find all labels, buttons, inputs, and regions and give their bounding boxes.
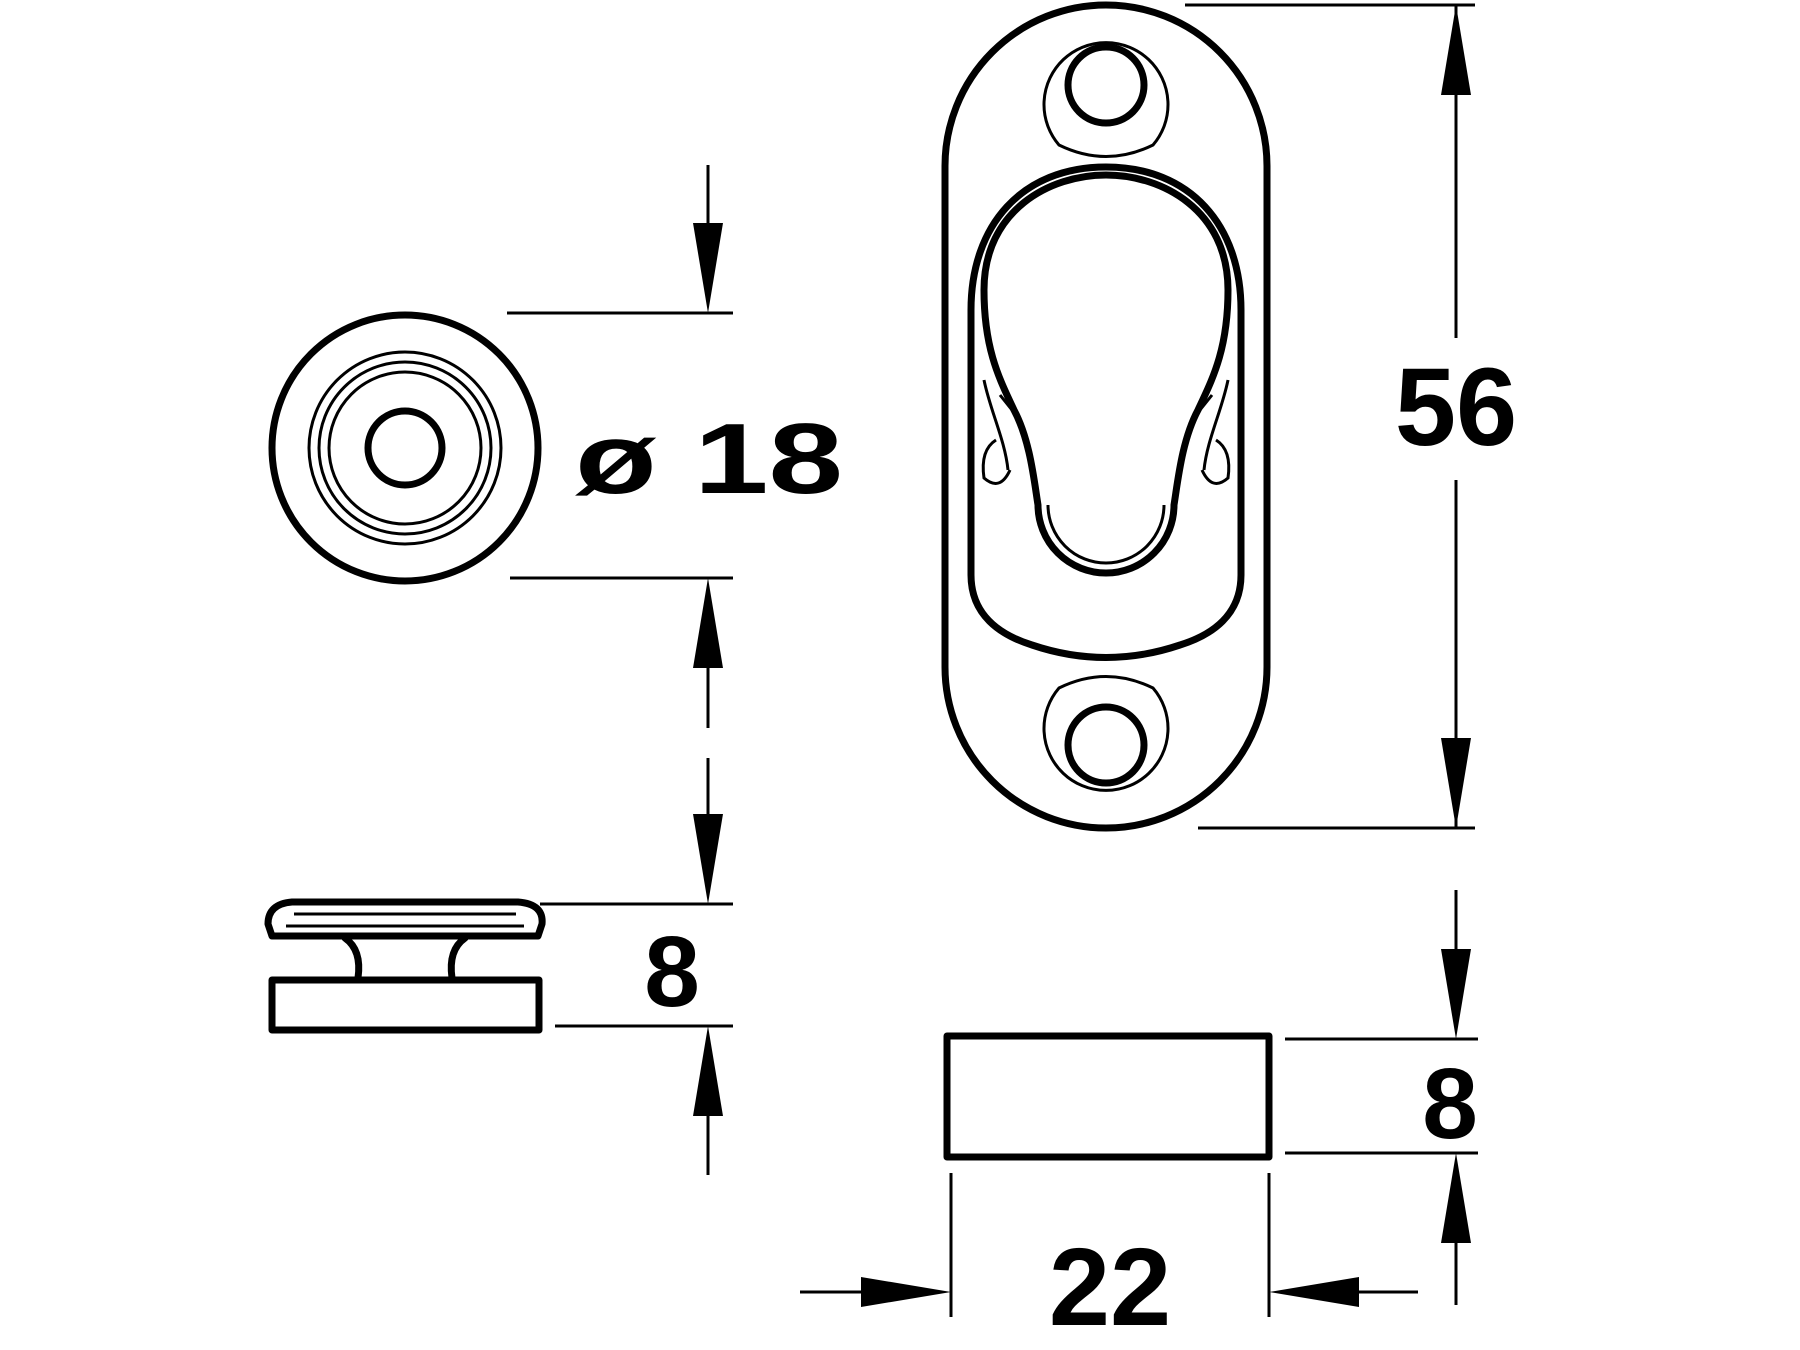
- screw-hole-top: [1042, 41, 1170, 158]
- plug-side-view: [264, 898, 546, 1034]
- plate-width-label: 22: [1049, 1226, 1171, 1349]
- keyhole-plate-side-view: [943, 1032, 1273, 1161]
- plate-height-dimension: 8: [1285, 890, 1478, 1305]
- plate-width-dimension: 22: [800, 1173, 1418, 1349]
- plate-length-label: 56: [1395, 346, 1517, 469]
- diameter-label: ø 18: [575, 403, 843, 515]
- keyhole-plate-top-view: [941, 1, 1271, 832]
- plug-top-view: [268, 311, 542, 585]
- plate-height-label: 8: [1422, 1048, 1478, 1160]
- plug-height-dimension: 8: [540, 758, 733, 1175]
- screw-hole-bottom: [1042, 675, 1170, 792]
- diameter-dimension: ø 18: [507, 165, 843, 728]
- plate-length-dimension: 56: [1185, 3, 1517, 830]
- plug-height-label: 8: [644, 916, 700, 1028]
